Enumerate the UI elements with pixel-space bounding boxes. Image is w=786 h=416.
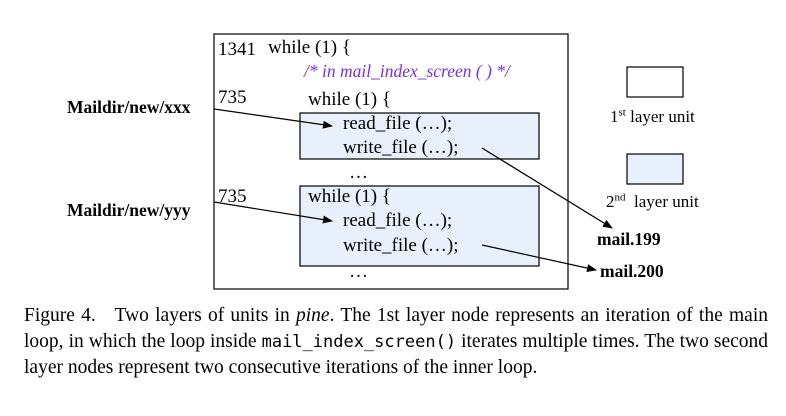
arrow-output-1 bbox=[481, 147, 613, 229]
write-file-code-1: write_file (…); bbox=[343, 137, 459, 158]
outer-count: 1341 bbox=[218, 39, 256, 60]
caption-italic: pine bbox=[296, 305, 330, 326]
legend-first-text: layer unit bbox=[625, 107, 695, 126]
caption-text-3: iterates multiple times. The two second … bbox=[24, 331, 768, 378]
inner-count-1: 735 bbox=[218, 87, 247, 108]
legend-second-sup: nd bbox=[614, 191, 626, 204]
input-label-2: Maildir/new/yyy bbox=[67, 200, 191, 220]
input-label-1: Maildir/new/xxx bbox=[67, 97, 191, 117]
inner-unit-box-2 bbox=[299, 185, 540, 267]
read-file-code-2: read_file (…); bbox=[343, 210, 453, 231]
output-label-2: mail.200 bbox=[600, 261, 664, 281]
legend-first-num: 1 bbox=[610, 107, 619, 126]
write-file-code-2: write_file (…); bbox=[343, 235, 459, 256]
legend-first-sup: st bbox=[618, 106, 626, 119]
read-file-code-1: read_file (…); bbox=[343, 113, 453, 134]
diagram-svg bbox=[213, 33, 684, 290]
legend-second-num: 2 bbox=[606, 192, 615, 211]
inner-count-2: 735 bbox=[218, 186, 247, 207]
legend-first-label: 1st layer unit bbox=[610, 106, 695, 126]
figure-diagram: 1341 while (1) { /* in mail_index_screen… bbox=[67, 33, 699, 290]
legend-first-swatch bbox=[626, 66, 684, 98]
legend-second-swatch bbox=[626, 153, 684, 185]
inner-loop-code-2: while (1) { bbox=[308, 186, 391, 207]
arrow-input-1 bbox=[213, 108, 333, 129]
legend-second-text: layer unit bbox=[625, 192, 699, 211]
caption-label: Figure 4. bbox=[24, 305, 96, 326]
loop-comment: /* in mail_index_screen ( ) */ bbox=[304, 61, 510, 81]
caption-text-1: Two layers of units in bbox=[114, 305, 297, 326]
figure-caption: Figure 4. Two layers of units in pine. T… bbox=[24, 303, 768, 381]
output-label-1: mail.199 bbox=[597, 229, 661, 249]
inner-loop-code-1: while (1) { bbox=[308, 89, 391, 110]
arrow-output-2 bbox=[481, 244, 597, 272]
legend-second-label: 2nd layer unit bbox=[606, 191, 699, 211]
outer-loop-code: while (1) { bbox=[268, 37, 351, 58]
inner-unit-box-1 bbox=[299, 112, 540, 160]
caption-mono: mail_index_screen() bbox=[261, 332, 457, 352]
caption-text-2: . The 1st layer node represents an itera… bbox=[24, 305, 768, 352]
ellipsis-2: … bbox=[349, 261, 368, 282]
arrow-input-2 bbox=[213, 201, 333, 224]
ellipsis-1: … bbox=[349, 162, 368, 183]
